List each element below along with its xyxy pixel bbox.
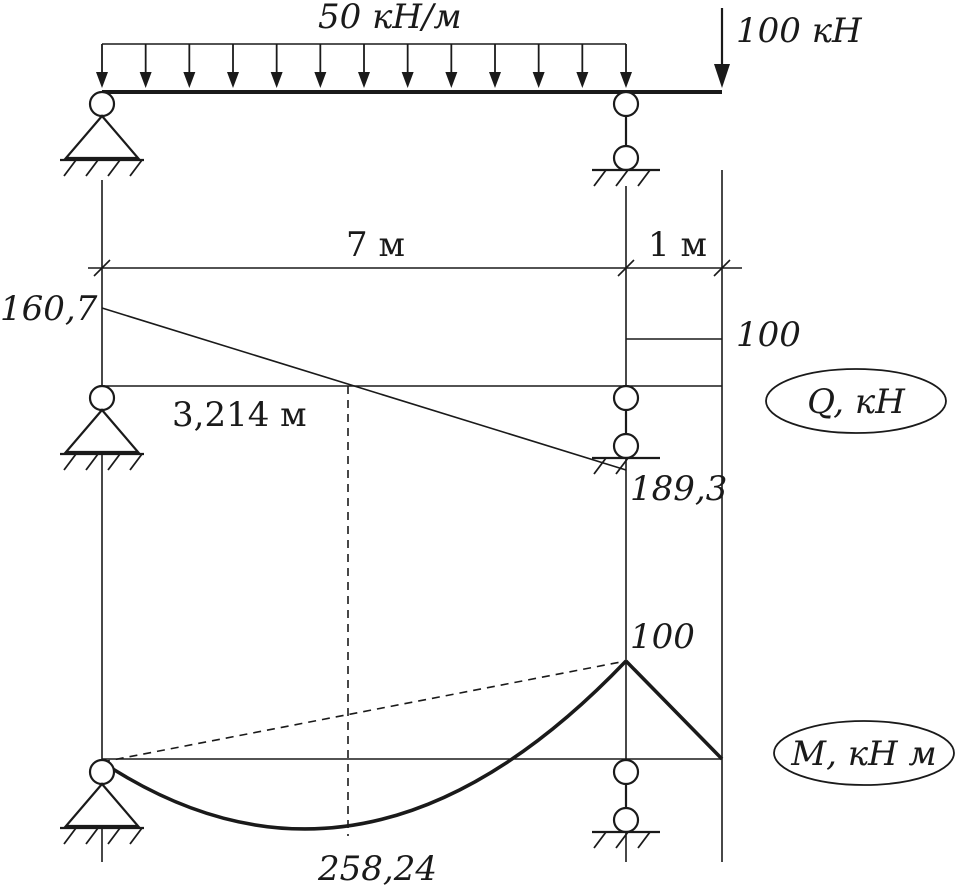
shear-label-ellipse: Q, кН xyxy=(765,368,947,434)
moment-curve xyxy=(101,659,628,831)
shear-right-value: 189,3 xyxy=(630,469,727,509)
span-dimension: 7 м xyxy=(346,225,405,265)
shear-left-value: 160,7 xyxy=(0,289,98,329)
load-arrow xyxy=(401,44,414,88)
load-arrow xyxy=(358,44,370,88)
moment-chord-dashed xyxy=(101,660,627,763)
load-arrows xyxy=(96,44,632,88)
point-load-arrow xyxy=(714,8,730,88)
shear-overhang-value: 100 xyxy=(736,315,801,355)
moment-overhang xyxy=(624,659,724,761)
load-arrow xyxy=(532,44,545,88)
dimension-line xyxy=(88,259,742,277)
load-arrow xyxy=(576,44,589,88)
load-arrow xyxy=(314,44,327,88)
pinned-support-top xyxy=(60,90,144,177)
moment-support-value: 100 xyxy=(630,617,695,657)
pinned-support-moment xyxy=(60,758,144,845)
roller-support-top xyxy=(592,90,660,187)
load-arrow xyxy=(489,44,501,88)
shear-zero-point: 3,214 м xyxy=(172,395,307,435)
load-arrow xyxy=(620,44,632,88)
load-arrow xyxy=(227,44,239,88)
load-arrow xyxy=(139,44,152,88)
moment-label: M, кН м xyxy=(790,734,936,774)
shear-line xyxy=(101,307,627,471)
load-arrow xyxy=(445,44,458,88)
pinned-support-shear xyxy=(60,384,144,471)
shear-label: Q, кН xyxy=(807,382,906,422)
distributed-load-label: 50 кН/м xyxy=(318,0,462,37)
load-arrow xyxy=(270,44,283,88)
moment-label-ellipse: M, кН м xyxy=(773,720,955,786)
load-arrow xyxy=(96,44,108,88)
load-arrow xyxy=(183,44,196,88)
roller-support-shear xyxy=(592,384,660,475)
distributed-load xyxy=(96,43,632,88)
overhang-dimension: 1 м xyxy=(648,225,707,265)
point-load-label: 100 кН xyxy=(736,11,863,51)
moment-max-value: 258,24 xyxy=(317,849,437,889)
roller-support-moment xyxy=(592,758,660,849)
